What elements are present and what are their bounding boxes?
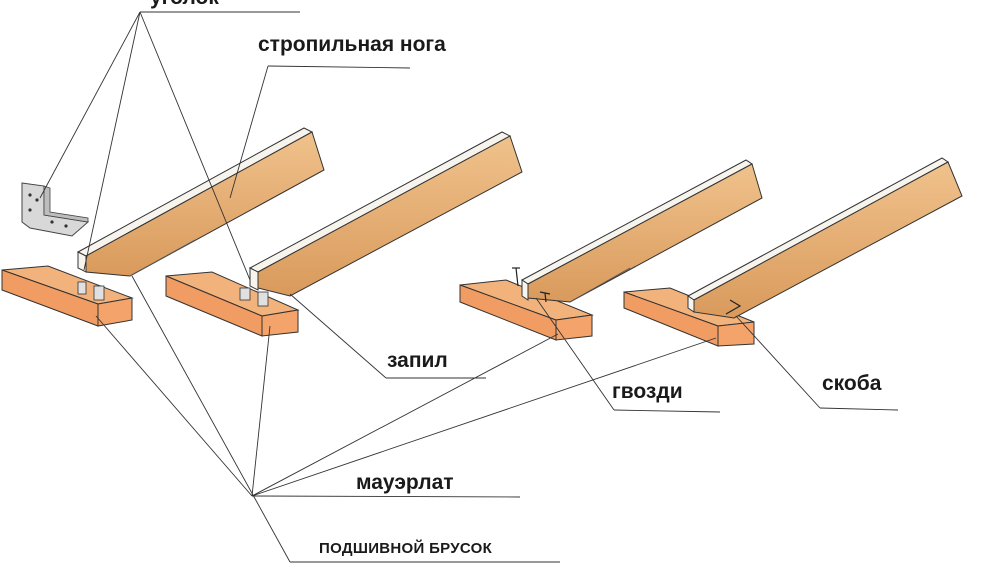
label-mauerlat: мауэрлат [356,471,454,494]
hemming-bars-1 [77,281,105,301]
rafter-leg-4 [687,157,963,319]
rafter-leg-2 [248,131,523,297]
mauerlat-beam-1 [1,265,134,327]
mauerlat-beam-3 [459,279,594,341]
hemming-bars-2 [239,287,269,307]
rafter-leg-1 [76,127,325,277]
rafter-leg-3 [521,159,763,303]
nails [512,267,551,303]
leader-lines [39,11,899,563]
label-notch: запил [387,349,448,372]
corner-bracket [21,182,90,237]
label-rafter-leg: стропильная нога [258,33,446,56]
label-nails: гвозди [612,380,683,403]
label-staple: скоба [822,372,882,395]
label-hemming-bar: ПОДШИВНОЙ БРУСОК [319,540,493,557]
staple [725,299,742,315]
label-corner-bracket: уголок [150,0,219,10]
